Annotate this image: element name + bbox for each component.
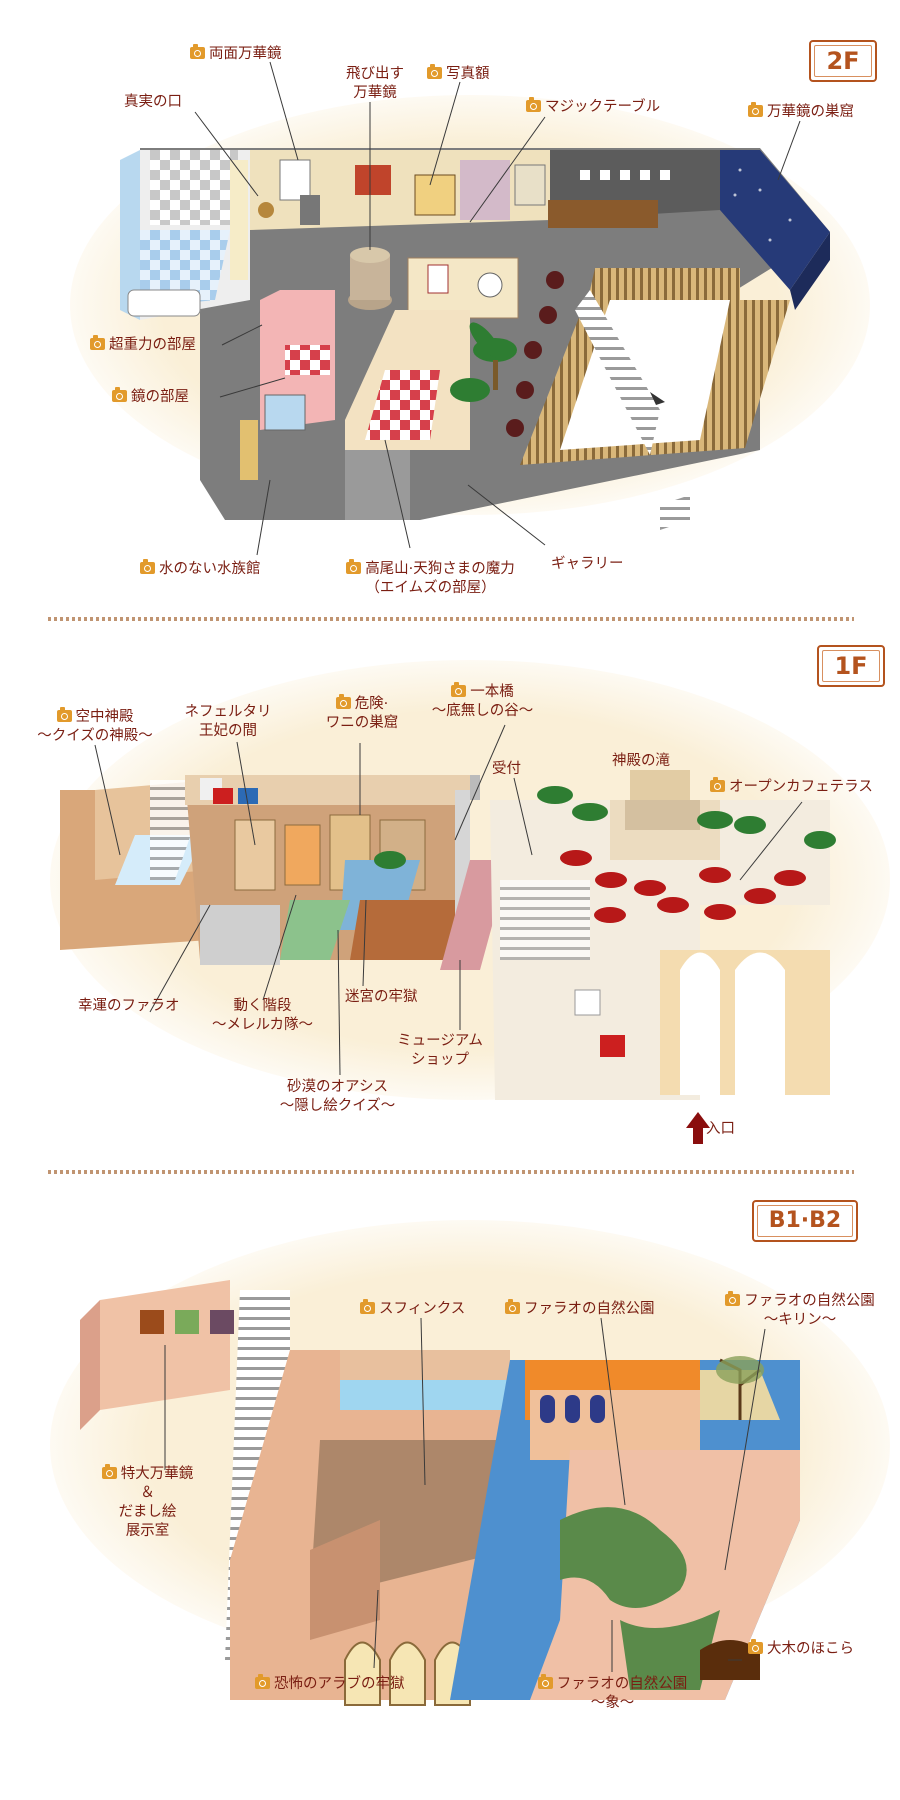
label-meikyu-no-rogoku[interactable]: 迷宮の牢獄 — [345, 989, 418, 1005]
camera-icon — [505, 1299, 520, 1314]
camera-icon — [710, 777, 725, 792]
floor-b1b2-illustration — [50, 1220, 890, 1706]
label-shinjitsu-no-kuchi[interactable]: 真実の口 — [124, 94, 182, 110]
camera-icon — [335, 694, 351, 709]
camera-icon — [725, 1291, 741, 1306]
label-kagami-room[interactable]: 鏡の部屋 — [112, 387, 189, 407]
camera-icon — [748, 1639, 763, 1654]
label-ugoku-kaidan[interactable]: 動く階段 ～メレルカ隊～ — [211, 998, 314, 1033]
label-magic-table[interactable]: マジックテーブル — [526, 97, 660, 117]
camera-icon — [140, 559, 155, 574]
label-sphinx[interactable]: スフィンクス — [360, 1299, 465, 1319]
leader-lines — [94, 61, 803, 1672]
floor-badge-b1b2: B1·B2 — [752, 1200, 858, 1242]
camera-icon — [427, 64, 442, 79]
label-takaosan-tengu[interactable]: 高尾山·天狗さまの魔力 （エイムズの部屋） — [318, 559, 543, 598]
camera-icon — [537, 1674, 553, 1689]
floor-badge-1f: 1F — [817, 645, 885, 687]
label-ipponbashi[interactable]: 一本橋 ～底無しの谷～ — [431, 682, 534, 719]
camera-icon — [748, 102, 763, 117]
camera-icon — [90, 335, 105, 350]
label-tokudai-mangekyo[interactable]: 特大万華鏡 ＆ だまし絵 展示室 — [85, 1464, 210, 1541]
floor-badge-2f: 2F — [809, 40, 877, 82]
label-pharaoh-shizen-koen[interactable]: ファラオの自然公園 — [505, 1299, 655, 1319]
label-kuchu-shinden[interactable]: 空中神殿 ～クイズの神殿～ — [37, 707, 153, 744]
label-open-cafe-terrace[interactable]: オープンカフェテラス — [710, 777, 873, 797]
camera-icon — [56, 707, 72, 722]
section-divider — [48, 617, 854, 621]
camera-icon — [112, 387, 127, 402]
camera-icon — [346, 559, 362, 574]
label-kiken-wani[interactable]: 危険· ワニの巣窟 — [325, 694, 399, 731]
camera-icon — [101, 1464, 117, 1479]
label-mizu-no-nai-suizokukan[interactable]: 水のない水族館 — [140, 559, 261, 579]
label-pharaoh-park-kirin[interactable]: ファラオの自然公園 ～キリン～ — [725, 1291, 875, 1330]
camera-icon — [451, 682, 467, 697]
camera-icon — [255, 1674, 270, 1689]
label-mangekyo-sukutsu[interactable]: 万華鏡の巣窟 — [748, 102, 854, 122]
label-shinden-no-taki[interactable]: 神殿の滝 — [612, 753, 670, 769]
label-chojuryoku-room[interactable]: 超重力の部屋 — [90, 335, 196, 355]
label-uketsuke[interactable]: 受付 — [492, 761, 521, 777]
label-pharaoh-park-zou[interactable]: ファラオの自然公園 ～象～ — [525, 1674, 700, 1713]
label-gallery[interactable]: ギャラリー — [551, 556, 624, 572]
label-shashingaku[interactable]: 写真額 — [427, 64, 490, 84]
label-iriguchi[interactable]: 入口 — [706, 1121, 735, 1137]
floor-2f-illustration — [70, 95, 870, 530]
section-divider — [48, 1170, 854, 1174]
label-koun-no-pharaoh[interactable]: 幸運のファラオ — [78, 998, 180, 1014]
camera-icon — [526, 97, 541, 112]
label-tobidasu-mangekyo[interactable]: 飛び出す 万華鏡 — [346, 66, 404, 101]
label-nefertari[interactable]: ネフェルタリ 王妃の間 — [184, 704, 272, 739]
label-taiboku-no-hokora[interactable]: 大木のほこら — [748, 1639, 854, 1659]
label-museum-shop[interactable]: ミュージアム ショップ — [397, 1033, 483, 1068]
label-sabaku-no-oasis[interactable]: 砂漠のオアシス ～隠し絵クイズ～ — [279, 1079, 396, 1114]
label-ryomen-mangekyo[interactable]: 両面万華鏡 — [190, 44, 282, 64]
camera-icon — [190, 44, 205, 59]
camera-icon — [360, 1299, 375, 1314]
label-kyofu-no-arab-rogoku[interactable]: 恐怖のアラブの牢獄 — [255, 1674, 405, 1694]
floor-1f-illustration — [50, 660, 890, 1144]
